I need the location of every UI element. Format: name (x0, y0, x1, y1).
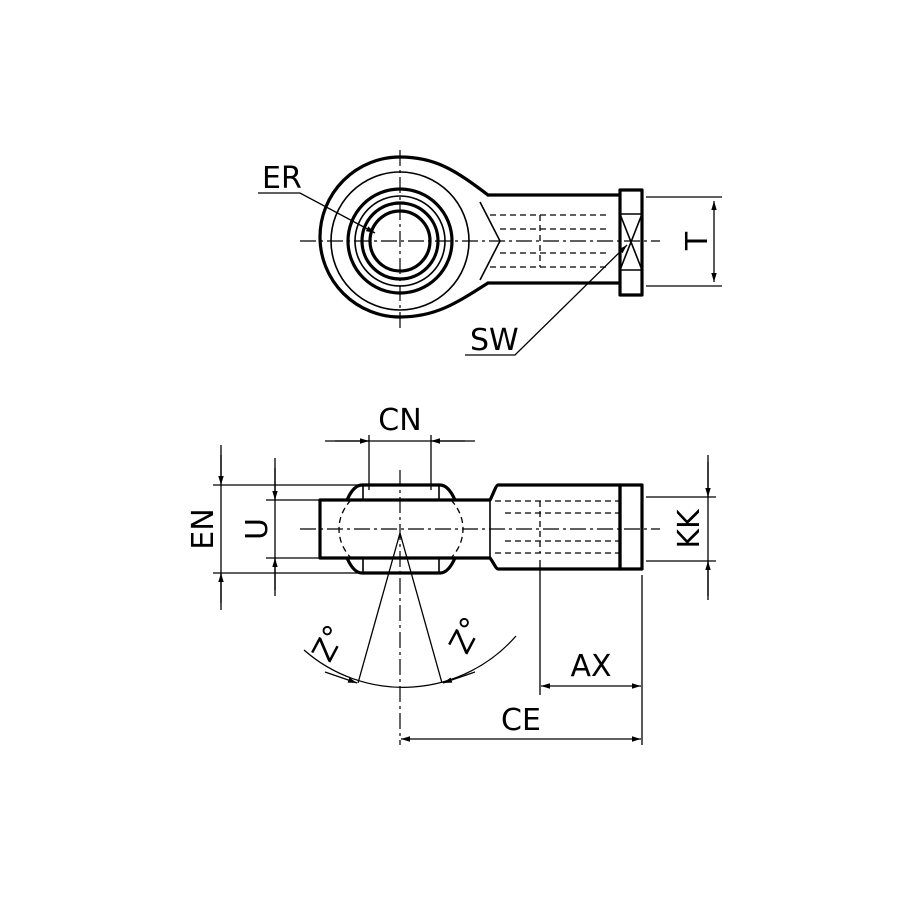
ax-extension-lines (539, 560, 643, 745)
z-arrow-right-outer (442, 671, 476, 684)
z-angle-lines (357, 532, 443, 684)
er-leader (258, 192, 376, 234)
shank-outline (486, 193, 622, 285)
side-view: CN EN U KK Z° Z° AX CE (186, 403, 716, 745)
label-z-right: Z° (443, 612, 491, 660)
label-sw: SW (470, 323, 519, 358)
z-angle-arc (303, 635, 517, 688)
internal-thread-top (490, 214, 608, 268)
sw-leader (465, 244, 628, 356)
label-ax: AX (570, 649, 611, 684)
label-er: ER (262, 161, 302, 196)
eye-outline (318, 155, 490, 319)
cn-extension-lines (368, 435, 432, 490)
z-arrow-left-outer (324, 671, 358, 684)
housing-outline (318, 483, 622, 571)
label-cn: CN (378, 403, 421, 438)
label-kk: KK (672, 508, 707, 549)
ball-profile (345, 483, 457, 575)
thread-end-cap (618, 483, 644, 571)
internal-thread-side (495, 500, 620, 554)
top-view: T ER SW (258, 150, 722, 358)
t-extension-lines (646, 196, 722, 287)
groove-lines (362, 485, 440, 573)
label-ce: CE (501, 703, 541, 738)
hex-nut (618, 188, 644, 297)
label-u: U (240, 518, 275, 540)
hex-flats (619, 213, 643, 271)
label-z-left: Z° (306, 620, 354, 668)
label-en: EN (186, 508, 221, 549)
en-extension-lines (213, 484, 362, 574)
label-t: T (680, 231, 715, 251)
kk-extension-lines (646, 496, 716, 562)
